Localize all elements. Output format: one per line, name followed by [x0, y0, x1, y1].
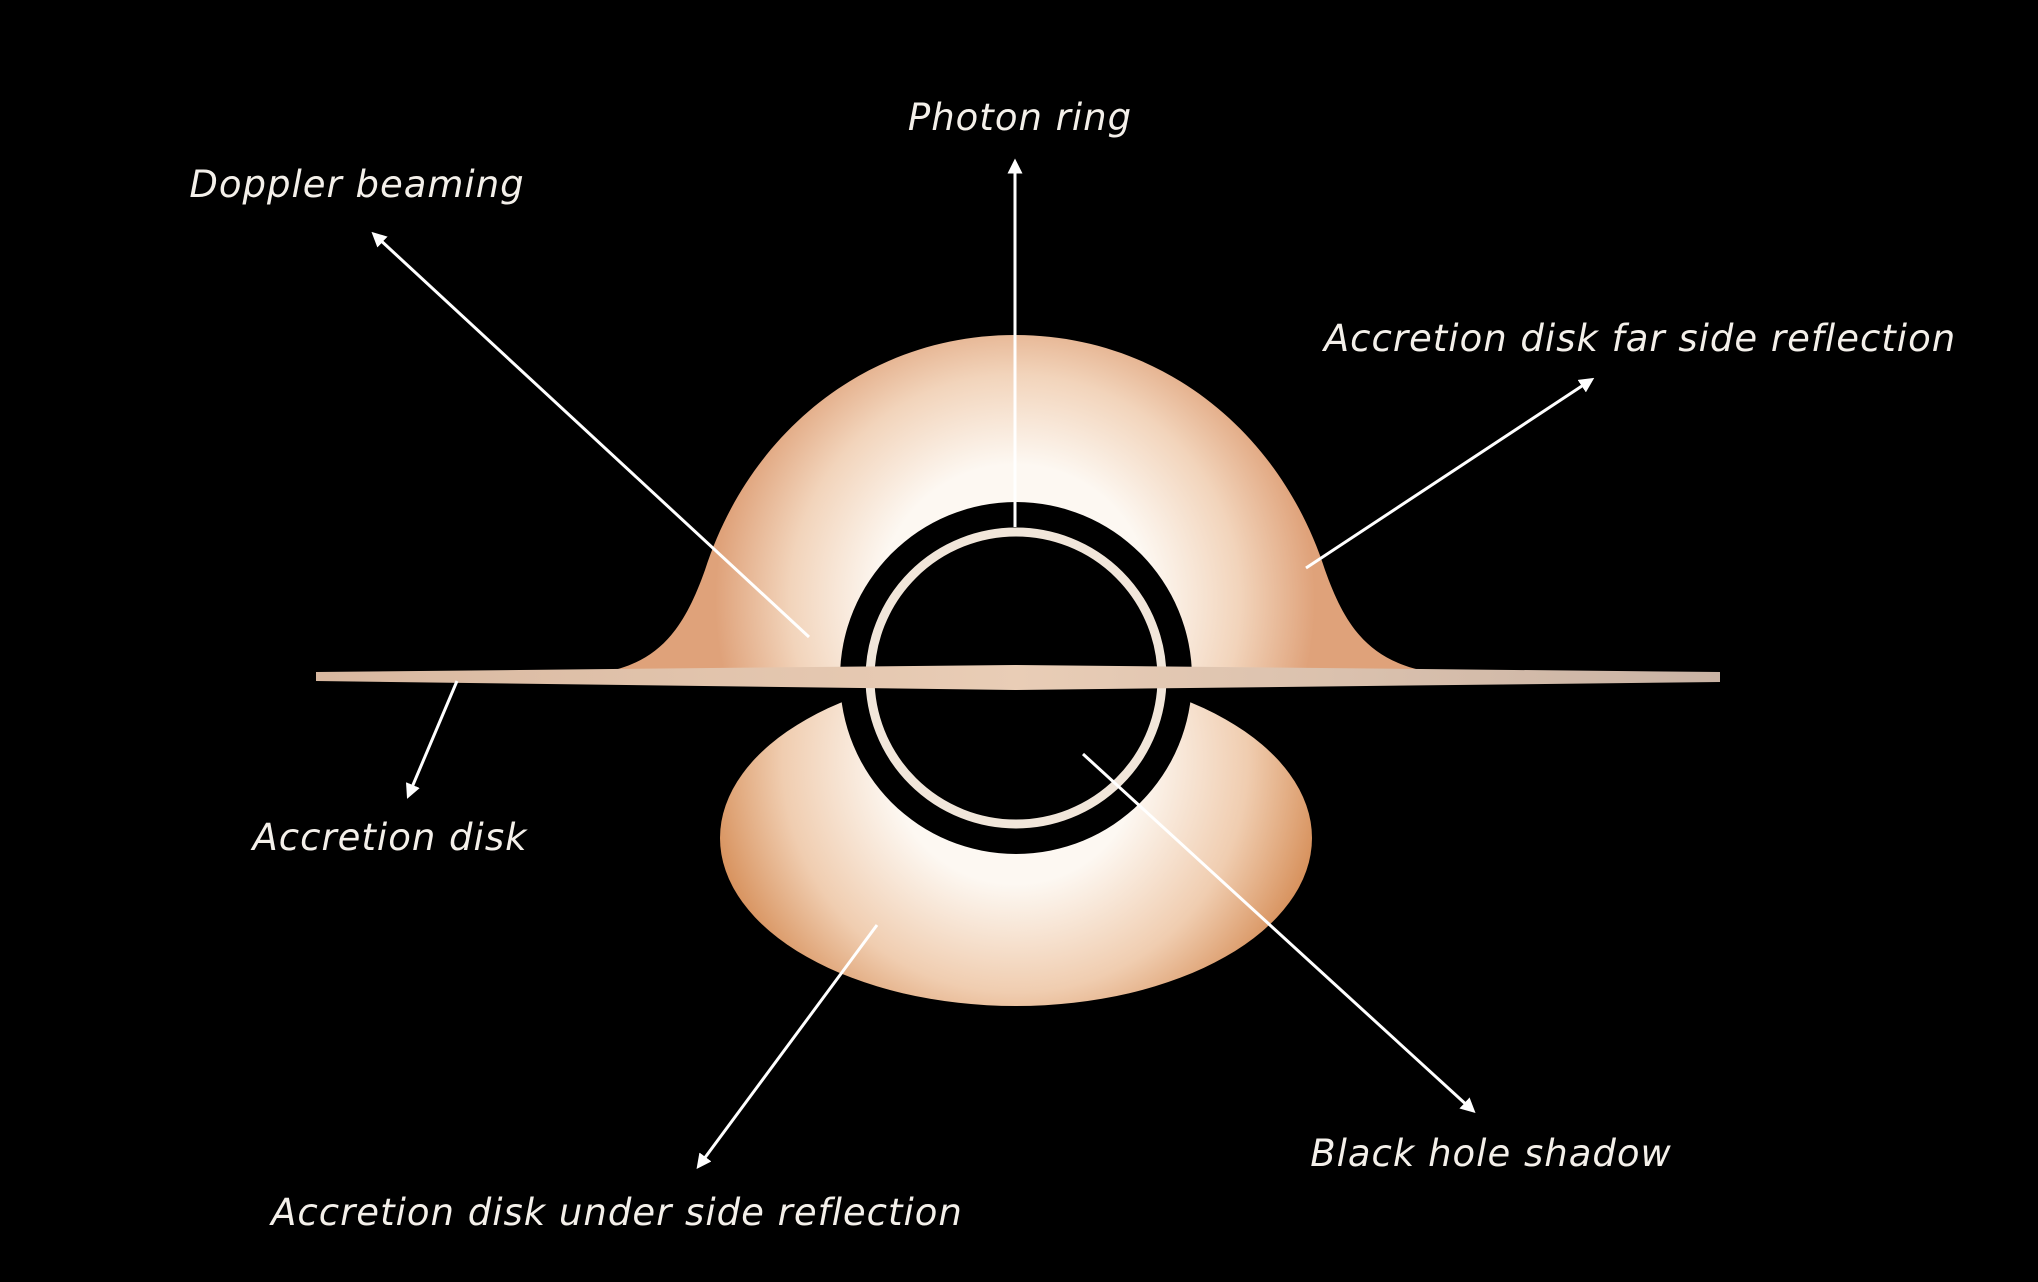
under-side-reflection-arrow	[696, 924, 879, 1170]
black-hole-shadow-arrow	[1081, 752, 1476, 1114]
label-doppler-beaming: Doppler beaming	[189, 163, 524, 206]
label-far-side-reflection: Accretion disk far side reflection	[1322, 317, 1956, 360]
label-photon-ring: Photon ring	[908, 96, 1132, 139]
label-accretion-disk: Accretion disk	[250, 816, 528, 859]
accretion-disk-arrow	[406, 680, 459, 799]
accretion-disk	[316, 665, 1720, 690]
doppler-beaming-arrow	[371, 231, 811, 639]
label-black-hole-shadow: Black hole shadow	[1310, 1132, 1672, 1175]
label-under-side-reflection: Accretion disk under side reflection	[269, 1191, 963, 1234]
far-side-reflection-arrow	[1305, 377, 1595, 570]
